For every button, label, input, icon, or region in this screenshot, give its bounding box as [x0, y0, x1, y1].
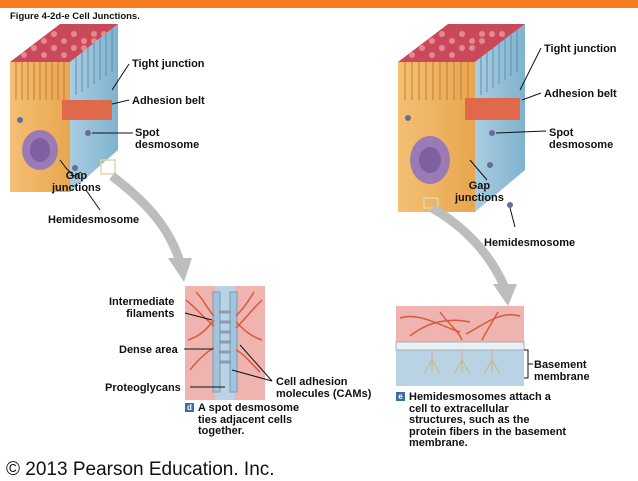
right-adhesion-belt-label: Adhesion belt	[544, 88, 617, 100]
proteoglycans-label: Proteoglycans	[105, 382, 181, 394]
left-adhesion-belt-label: Adhesion belt	[132, 95, 205, 107]
right-hemidesmosome-label: Hemidesmosome	[484, 237, 576, 249]
detail-e-caption: Hemidesmosomes attach a cell to extracel…	[409, 391, 567, 449]
right-gap-junctions-label: Gap junctions	[455, 180, 504, 204]
left-cell-block	[10, 24, 133, 211]
right-spot-desmosome-label: Spot desmosome	[549, 127, 614, 151]
detail-e-badge: e	[396, 392, 405, 401]
detail-d-caption: A spot desmosome ties adjacent cells tog…	[198, 402, 300, 437]
detail-d-badge: d	[185, 403, 194, 412]
figure-title: Figure 4-2d-e Cell Junctions.	[10, 11, 140, 22]
cams-label: Cell adhesion molecules (CAMs)	[276, 376, 372, 400]
right-cell-block	[398, 24, 547, 228]
zoom-arrow-right	[429, 204, 517, 306]
copyright-notice: © 2013 Pearson Education. Inc.	[6, 459, 275, 480]
intermediate-filaments-label: Intermediate filaments	[109, 296, 175, 320]
basement-membrane-label: Basement membrane	[534, 359, 590, 383]
left-gap-junctions-label: Gap junctions	[52, 170, 101, 194]
zoom-arrow-left	[109, 172, 192, 282]
hemidesmosome-detail	[395, 306, 533, 386]
right-tight-junction-label: Tight junction	[544, 43, 617, 55]
spot-desmosome-detail	[184, 286, 273, 400]
left-hemidesmosome-label: Hemidesmosome	[48, 214, 140, 226]
left-tight-junction-label: Tight junction	[132, 58, 205, 70]
header-bar	[0, 0, 638, 8]
dense-area-label: Dense area	[119, 344, 178, 356]
left-spot-desmosome-label: Spot desmosome	[135, 127, 200, 151]
